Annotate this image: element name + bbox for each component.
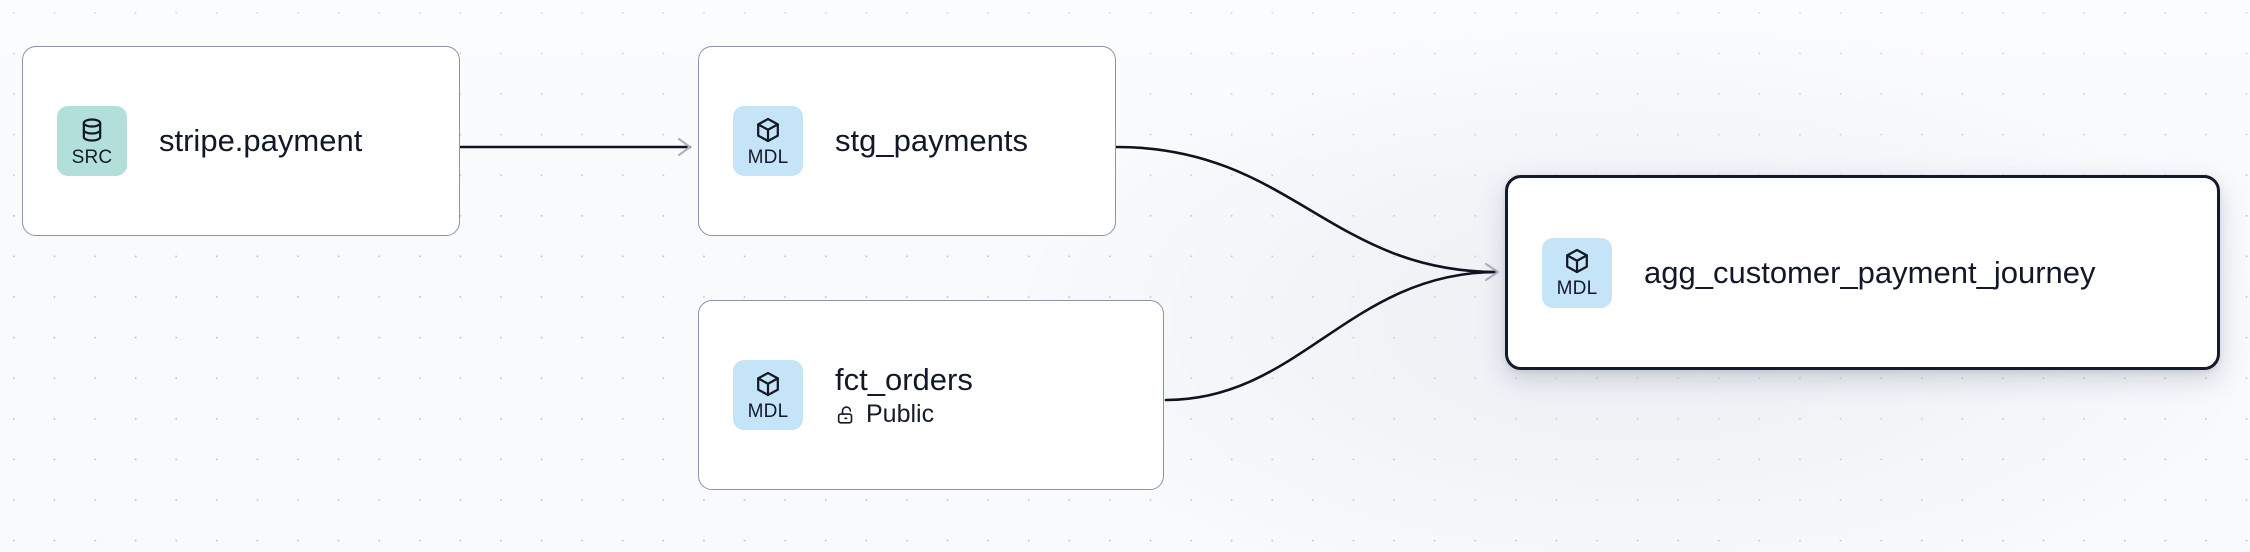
node-title: agg_customer_payment_journey (1644, 254, 2096, 290)
cube-icon (1563, 247, 1591, 275)
node-body: stripe.payment (159, 123, 362, 158)
node-title: stripe.payment (159, 123, 363, 159)
edge-stg-to-agg (1115, 145, 1499, 274)
node-badge-label: SRC (71, 146, 113, 168)
node-body: fct_orders Public (835, 362, 973, 429)
cube-icon (754, 116, 782, 144)
node-body: agg_customer_payment_journey (1644, 255, 2096, 290)
node-title: fct_orders (835, 361, 973, 397)
lineage-node-fct-orders[interactable]: MDL fct_orders Public (698, 300, 1164, 490)
unlock-icon (835, 404, 857, 426)
edge-fct-to-agg (1164, 270, 1499, 402)
database-icon (78, 116, 106, 144)
node-badge-label: MDL (747, 400, 789, 422)
lineage-node-stg-payments[interactable]: MDL stg_payments (698, 46, 1116, 236)
edge-into-agg-arrowhead (1484, 262, 1500, 282)
edge-stripe-to-stg-arrowhead (677, 137, 692, 157)
node-badge-label: MDL (1556, 278, 1598, 299)
node-badge-src: SRC (57, 106, 127, 176)
node-badge-label: MDL (747, 146, 789, 168)
node-title: stg_payments (835, 123, 1028, 159)
node-visibility: Public (835, 399, 973, 429)
node-visibility-label: Public (866, 399, 935, 428)
node-badge-mdl: MDL (1542, 237, 1612, 308)
lineage-node-agg-customer-payment-journey[interactable]: MDL agg_customer_payment_journey (1505, 175, 2220, 370)
node-badge-mdl: MDL (733, 106, 803, 176)
cube-icon (754, 370, 782, 398)
node-badge-mdl: MDL (733, 360, 803, 430)
node-body: stg_payments (835, 123, 1028, 158)
lineage-node-stripe-payment[interactable]: SRC stripe.payment (22, 46, 460, 236)
